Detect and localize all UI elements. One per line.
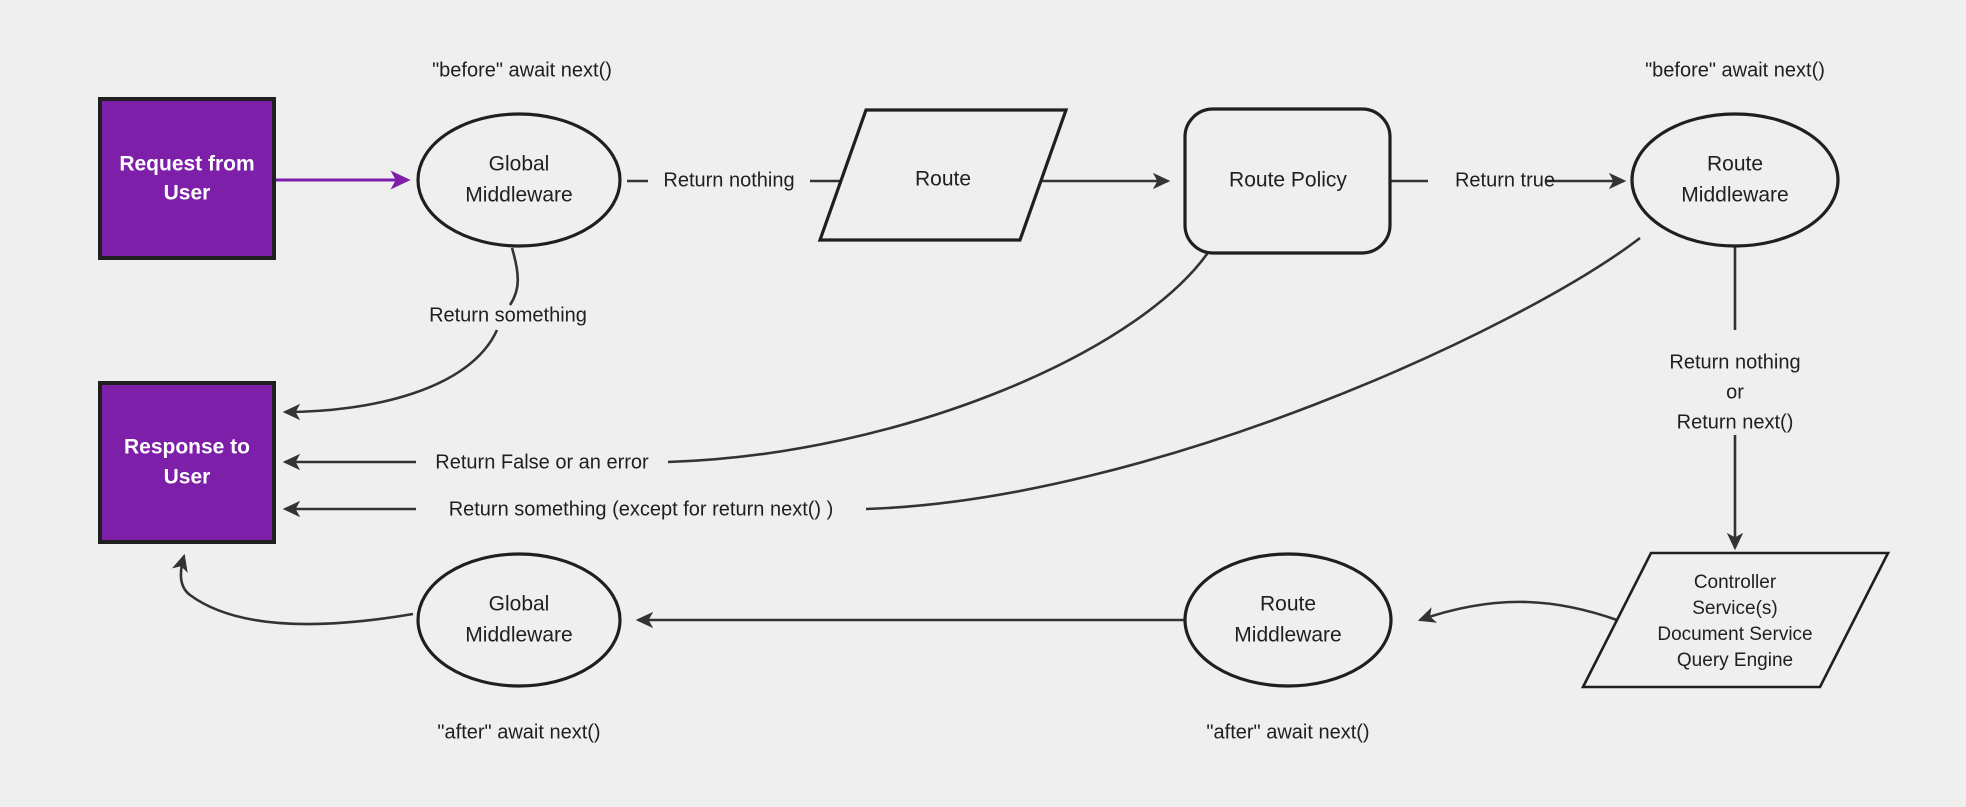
annotation-after-route-middleware: "after" await next() [1206, 721, 1369, 743]
handler-parallelogram[interactable] [1580, 551, 1891, 689]
route-middleware-bottom-label-line1: Route [1260, 593, 1316, 616]
route-middleware-bottom-ellipse[interactable] [1183, 552, 1393, 688]
response-label-line2: User [164, 466, 211, 489]
handler-label-line4: Query Engine [1677, 650, 1793, 671]
handler-label-line1: Controller [1694, 572, 1777, 593]
node-route-policy[interactable]: Route Policy [1183, 107, 1392, 255]
route-label: Route [915, 168, 971, 191]
route-middleware-bottom-label-line2: Middleware [1234, 624, 1341, 647]
edge-label-return-nothing: Return nothing [663, 169, 794, 191]
edge-label-return-nothing-or-next-line3: Return next() [1677, 411, 1794, 433]
route-policy-label: Route Policy [1229, 169, 1347, 192]
global-middleware-bottom-label-line2: Middleware [465, 624, 572, 647]
route-middleware-top-label-line1: Route [1707, 153, 1763, 176]
edge-route-mw-return-something-curve [865, 236, 1641, 511]
node-response-to-user[interactable]: Response to User [98, 381, 276, 544]
request-label-line1: Request from [119, 153, 254, 176]
handler-label-line2: Service(s) [1692, 598, 1778, 619]
handler-label-line3: Document Service [1657, 624, 1812, 645]
edge-label-return-false-or-error: Return False or an error [435, 451, 649, 473]
global-middleware-top-label-line2: Middleware [465, 184, 572, 207]
edge-label-return-something-except-next: Return something (except for return next… [449, 498, 834, 520]
global-middleware-bottom-ellipse[interactable] [416, 552, 622, 688]
edge-label-return-true: Return true [1455, 169, 1555, 191]
request-box[interactable] [98, 97, 276, 260]
node-route-middleware-bottom[interactable]: Route Middleware [1183, 552, 1393, 688]
annotation-before-route-middleware: "before" await next() [1645, 59, 1825, 81]
edge-handler-to-route-middleware-bottom [1417, 600, 1618, 623]
node-global-middleware-top[interactable]: Global Middleware [416, 112, 622, 248]
node-global-middleware-bottom[interactable]: Global Middleware [416, 552, 622, 688]
route-middleware-top-label-line2: Middleware [1681, 184, 1788, 207]
request-label-line2: User [164, 182, 211, 205]
global-middleware-top-label-line1: Global [489, 153, 550, 176]
annotation-after-global-middleware: "after" await next() [437, 721, 600, 743]
edge-global-return-something-to-response [282, 329, 499, 421]
edge-policy-return-false-curve [667, 241, 1217, 464]
edge-label-return-nothing-or-next-line2: or [1726, 381, 1744, 403]
edge-global-mw-bottom-to-response [171, 553, 414, 626]
route-parallelogram[interactable] [817, 108, 1069, 242]
response-box[interactable] [98, 381, 276, 544]
response-label-line1: Response to [124, 436, 250, 459]
route-policy-box[interactable] [1183, 107, 1392, 255]
global-middleware-top-ellipse[interactable] [416, 112, 622, 248]
node-route[interactable]: Route [817, 108, 1069, 242]
global-middleware-bottom-label-line1: Global [489, 593, 550, 616]
route-middleware-top-ellipse[interactable] [1630, 112, 1840, 248]
node-controller-service-stack[interactable]: Controller Service(s) Document Service Q… [1580, 551, 1891, 689]
annotation-before-global-middleware: "before" await next() [432, 59, 612, 81]
edge-global-return-something-upper [508, 247, 520, 306]
node-route-middleware-top[interactable]: Route Middleware [1630, 112, 1840, 248]
edge-label-return-something: Return something [429, 304, 587, 326]
edge-label-return-nothing-or-next-line1: Return nothing [1669, 351, 1800, 373]
node-request-from-user[interactable]: Request from User [98, 97, 276, 260]
